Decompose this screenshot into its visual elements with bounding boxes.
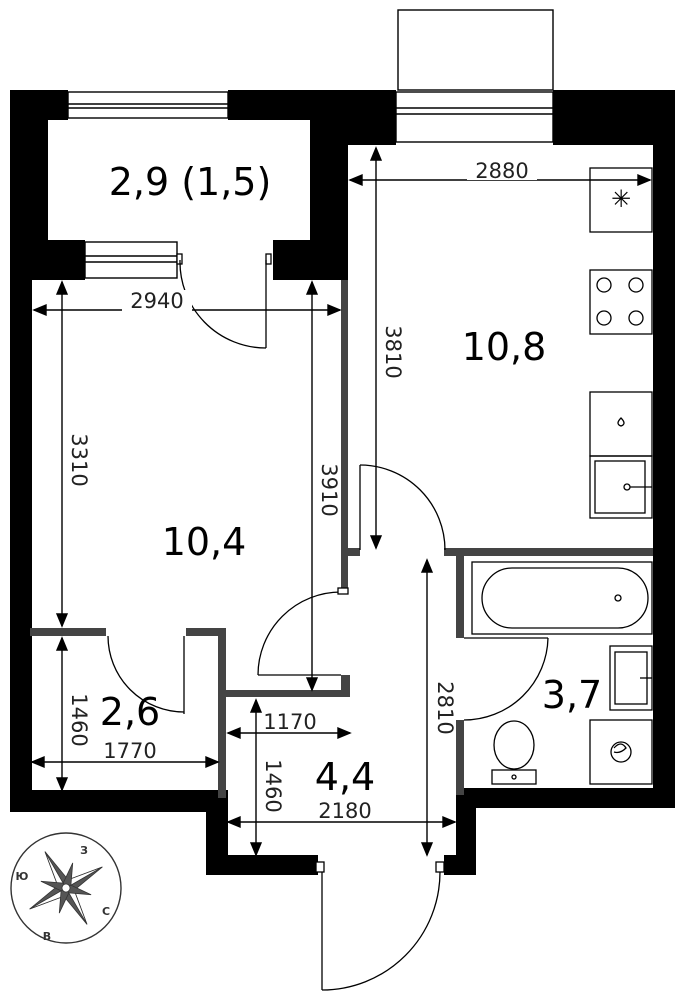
compass-ring <box>10 832 122 944</box>
wardrobe-area-label: 2,6 <box>100 690 160 734</box>
kitchen-area-label: 10,8 <box>462 325 547 369</box>
windows <box>67 9 554 279</box>
snowflake-icon: ✳ <box>611 185 631 213</box>
exterior-walls <box>10 90 675 875</box>
wardrobe-width-label: 1770 <box>103 739 156 763</box>
living-area-label: 10,4 <box>162 520 247 564</box>
hall-small-width-label: 1170 <box>263 710 316 734</box>
balcony-area-label: 2,9 (1,5) <box>109 160 272 204</box>
doors <box>107 253 549 991</box>
living-length-label: 3310 <box>67 433 91 486</box>
living-width-label: 2940 <box>130 289 183 313</box>
dimension-lines <box>30 146 652 857</box>
compass-west-label: З <box>80 844 88 857</box>
wardrobe-length-label: 1460 <box>67 693 91 746</box>
living-door-side-label: 3910 <box>317 463 341 516</box>
compass-rose: З Ю В С <box>10 832 122 944</box>
compass-north-label: С <box>102 905 110 918</box>
bathroom-area-label: 3,7 <box>542 673 602 717</box>
compass-star-icon <box>29 851 103 925</box>
hall-length-label: 2810 <box>433 681 457 734</box>
compass-east-label: В <box>43 930 51 943</box>
kitchen-length-label: 3810 <box>381 325 405 378</box>
kitchen-fixtures <box>589 167 653 519</box>
bathroom-fixtures <box>471 561 653 785</box>
compass-south-label: Ю <box>16 870 29 883</box>
hall-area-label: 4,4 <box>315 755 375 799</box>
hall-small-length-label: 1460 <box>261 759 285 812</box>
kitchen-width-label: 2880 <box>475 159 528 183</box>
interior-walls <box>30 280 653 798</box>
hall-width-label: 2180 <box>318 799 371 823</box>
